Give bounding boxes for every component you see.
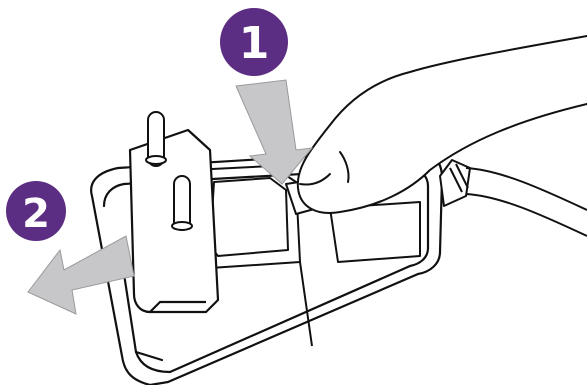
step-2-badge: 2 (6, 181, 66, 241)
step-2-number: 2 (22, 191, 50, 237)
power-cable (440, 160, 587, 236)
step-1-number: 1 (239, 18, 270, 69)
step-1-badge: 1 (220, 8, 288, 76)
